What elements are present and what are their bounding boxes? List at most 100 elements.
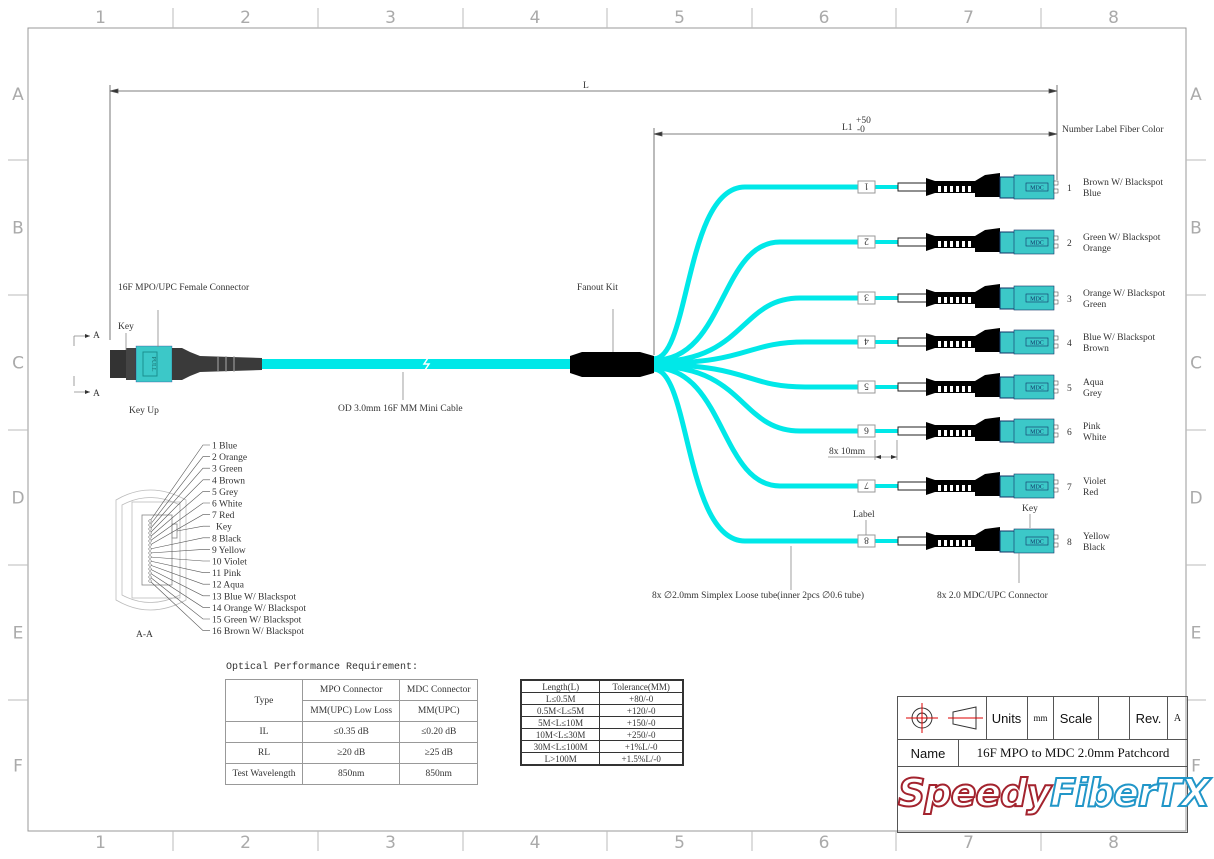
fiber-label: Key — [216, 523, 232, 533]
mdc-housing — [1013, 285, 1055, 311]
table-row: L>100M+1.5%L/-0 — [520, 752, 684, 766]
boot-rib — [950, 341, 953, 347]
heat-shrink — [897, 182, 929, 192]
boot-rib — [962, 186, 965, 192]
table-row: 5M<L≤10M+150/-0 — [520, 716, 684, 729]
mdc-text: MDC — [1030, 485, 1044, 491]
label-offset-dimension: 8x 10mm — [829, 447, 866, 457]
mdc-marking — [1025, 182, 1049, 192]
fiber-position — [148, 519, 152, 523]
fiber-color: White — [1083, 433, 1106, 443]
row-name: Test Wavelength — [225, 763, 303, 785]
table-row: 10M<L≤30M+250/-0 — [520, 728, 684, 741]
boot-rib — [944, 386, 947, 392]
mdc-text: MDC — [1030, 540, 1044, 546]
number-label-text: 4 — [864, 336, 869, 346]
name-label: Name — [898, 740, 959, 767]
boot-rib — [938, 341, 941, 347]
mdc-connector-callout: 8x 2.0 MDC/UPC Connector — [937, 591, 1049, 601]
branch-number: 5 — [1067, 384, 1072, 394]
label-callout: Label — [853, 510, 875, 520]
mdc-housing — [1013, 418, 1055, 444]
grid-row-label: B — [1190, 219, 1202, 239]
grid-row-label: A — [1190, 85, 1202, 105]
number-label-sleeve — [857, 534, 876, 548]
boot-rib — [938, 186, 941, 192]
mdc-text: MDC — [1030, 241, 1044, 247]
fiber-callout: 4 Brown — [148, 476, 245, 535]
fiber-callout: 10 Violet — [148, 555, 247, 568]
grid-column-label: 3 — [385, 8, 396, 28]
branch-number: 2 — [1067, 239, 1072, 249]
fiber-label: 3 Green — [212, 465, 243, 475]
ferrule — [1053, 291, 1059, 297]
units-value: mm — [1028, 697, 1054, 740]
boot-rib — [956, 186, 959, 192]
fiber-label: 12 Aqua — [212, 581, 245, 591]
third-angle-projection-icon — [906, 703, 983, 733]
mpo-connector-callout: 16F MPO/UPC Female Connector — [118, 283, 250, 293]
ferrule — [1053, 299, 1059, 305]
boot-rib — [938, 540, 941, 546]
ferrule — [1053, 188, 1059, 194]
leader-line — [149, 568, 210, 597]
leader-line — [149, 514, 210, 546]
number-label-text: 5 — [864, 381, 869, 391]
scale-value — [1099, 697, 1130, 740]
heat-shrink — [897, 237, 929, 247]
ferrule — [1053, 243, 1059, 249]
grid-row-label: E — [13, 624, 24, 644]
fiber-label: 13 Blue W/ Blackspot — [212, 592, 296, 602]
mdc-boot — [926, 328, 1000, 352]
boot-rib — [938, 297, 941, 303]
heat-shrink — [897, 426, 929, 436]
scale-label: Scale — [1054, 697, 1099, 740]
leader-line — [149, 549, 210, 554]
grid-column-label: 8 — [1108, 833, 1119, 853]
length-range: 5M<L≤10M — [520, 716, 601, 729]
boot-rib — [962, 297, 965, 303]
key-up-label: Key Up — [129, 406, 159, 416]
mdc-key-callout: Key — [1022, 504, 1038, 514]
leader-line — [149, 502, 210, 542]
grid-column-label: 5 — [674, 8, 685, 28]
fiber-color: Grey — [1083, 389, 1102, 399]
fiber-callout: 5 Grey — [148, 488, 238, 539]
leader-line — [149, 560, 210, 573]
fiber-color: Black — [1083, 543, 1105, 553]
section-view-outline — [115, 489, 187, 611]
ferrule — [1053, 235, 1059, 241]
trunk-cable — [262, 359, 570, 369]
fiber-position — [148, 551, 152, 555]
boot-rib — [950, 241, 953, 247]
ferrule — [1053, 479, 1059, 485]
fiber-position — [148, 531, 152, 535]
ferrule — [1053, 542, 1059, 548]
mdc-marking — [1025, 237, 1049, 247]
leader-line — [149, 537, 210, 550]
boot-rib — [956, 540, 959, 546]
ferrule — [1053, 432, 1059, 438]
fiber-position — [148, 535, 152, 539]
boot-rib — [950, 386, 953, 392]
fanout-kit — [570, 352, 654, 377]
boot-rib — [962, 386, 965, 392]
logo-part-fibertx: FiberTX — [1049, 770, 1211, 816]
fiber-callout: 11 Pink — [148, 559, 241, 579]
callout-leaders — [73, 309, 1031, 590]
grid-row-label: F — [1191, 757, 1201, 777]
boot-rib — [950, 485, 953, 491]
length-range: 0.5M<L≤5M — [520, 704, 601, 717]
number-label-text: 7 — [864, 480, 869, 490]
fiber-color: Brown — [1083, 344, 1109, 354]
grid-row-label: F — [13, 757, 23, 777]
company-logo: SpeedyFiberTX — [897, 770, 1211, 816]
grid-column-label: 5 — [674, 833, 685, 853]
mpo-value: ≤0.35 dB — [301, 721, 401, 743]
fiber-callout: 9 Yellow — [148, 546, 246, 556]
length-range: L≤0.5M — [520, 692, 601, 705]
